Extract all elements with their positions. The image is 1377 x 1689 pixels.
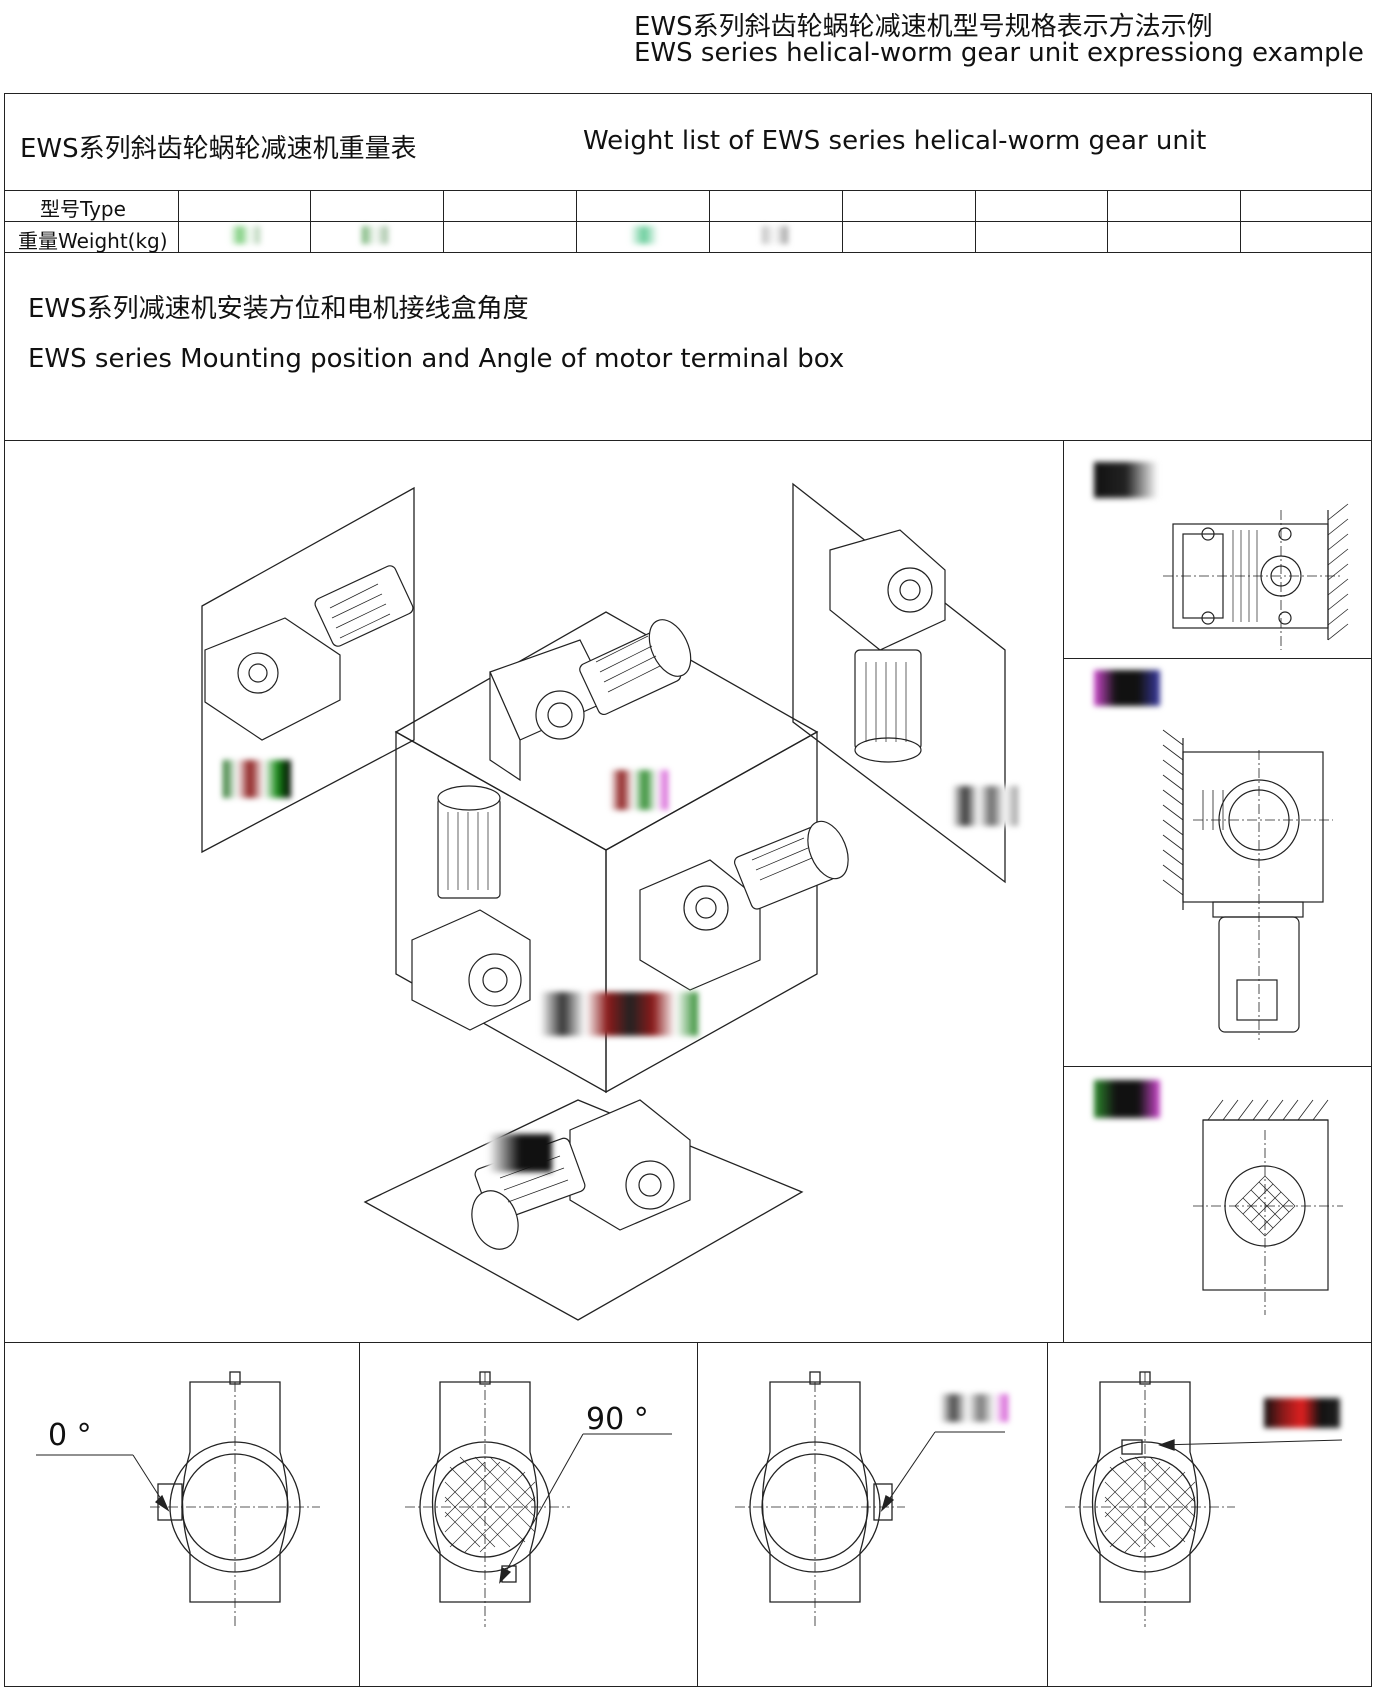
angle-view-0 <box>36 1371 320 1627</box>
angle-label-0: 0 ° <box>48 1418 92 1453</box>
weight-title-en: Weight list of EWS series helical-worm g… <box>583 126 1207 156</box>
label-smudge <box>1094 462 1158 498</box>
table-col-sep <box>178 190 179 252</box>
angle-view-180 <box>735 1371 1005 1627</box>
right-face-gear-unit <box>639 820 849 991</box>
angle-col-sep <box>359 1342 360 1687</box>
label-smudge <box>1094 1080 1160 1118</box>
side-view-ceiling <box>1193 1099 1343 1315</box>
weight-title-cn: EWS系列斜齿轮蜗轮减速机重量表 <box>20 134 417 164</box>
label-smudge <box>610 770 668 810</box>
table-col-sep <box>443 190 444 252</box>
header-title-en: EWS series helical-worm gear unit expres… <box>634 38 1364 68</box>
side-views <box>1162 503 1349 1315</box>
mounting-title-cn: EWS系列减速机安装方位和电机接线盒角度 <box>28 294 529 324</box>
terminal-box-angle-views <box>36 1371 1343 1627</box>
side-divider-2 <box>1063 1066 1372 1067</box>
left-panel <box>201 486 415 854</box>
label-smudge <box>1264 1398 1340 1428</box>
weight-cell-smudge <box>762 226 788 244</box>
label-smudge <box>952 786 1018 826</box>
weight-cell-smudge <box>362 226 388 244</box>
right-panel-gear-unit <box>829 529 946 763</box>
type-row-label: 型号Type <box>40 197 126 221</box>
floor-gear-unit <box>471 1099 691 1250</box>
table-mid-line <box>4 221 1372 222</box>
table-top-line <box>4 190 1372 191</box>
table-col-sep <box>1240 190 1241 252</box>
mounting-iso-diagram <box>201 482 1006 1321</box>
header-title-cn: EWS系列斜齿轮蜗轮减速机型号规格表示方法示例 <box>634 12 1213 42</box>
side-column-divider <box>1063 440 1064 1342</box>
label-smudge <box>540 992 698 1036</box>
label-smudge <box>1094 670 1160 706</box>
angle-col-sep <box>1047 1342 1048 1687</box>
angle-divider <box>4 1342 1372 1343</box>
document-frame <box>4 93 1372 1687</box>
table-col-sep <box>709 190 710 252</box>
angle-view-90 <box>405 1371 672 1627</box>
mounting-divider <box>4 440 1372 441</box>
side-view-vertical <box>1162 729 1333 1040</box>
left-face-gear-unit <box>411 785 531 1031</box>
mounting-title-en: EWS series Mounting position and Angle o… <box>28 344 845 374</box>
table-bottom-line <box>4 252 1372 253</box>
table-col-sep <box>576 190 577 252</box>
angle-col-sep <box>697 1342 698 1687</box>
angle-label-90: 90 ° <box>586 1402 649 1437</box>
table-col-sep <box>1107 190 1108 252</box>
weight-row-label: 重量Weight(kg) <box>18 229 168 253</box>
label-smudge <box>488 1134 552 1172</box>
angle-view-270 <box>1065 1371 1343 1627</box>
table-col-sep <box>842 190 843 252</box>
label-smudge <box>940 1394 1008 1422</box>
top-gear-unit <box>489 619 692 782</box>
weight-cell-smudge <box>630 226 658 244</box>
left-panel-gear-unit <box>204 565 414 741</box>
table-col-sep <box>310 190 311 252</box>
cube-left <box>395 730 607 1094</box>
side-view-horizontal <box>1163 503 1349 650</box>
table-col-sep <box>975 190 976 252</box>
side-divider-1 <box>1063 658 1372 659</box>
weight-cell-smudge <box>230 226 260 244</box>
label-smudge <box>223 760 291 798</box>
